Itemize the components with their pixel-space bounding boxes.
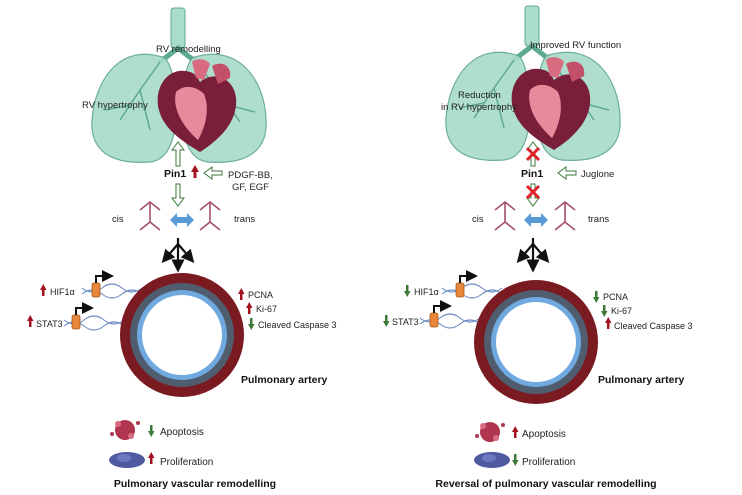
stat3-label: STAT3: [392, 317, 419, 327]
stat3-down-arrow: [383, 315, 390, 327]
proliferation-label: Proliferation: [160, 457, 213, 468]
stimulus-line-1: PDGF-BB,: [228, 170, 273, 181]
proliferation-down-arrow: [512, 454, 519, 466]
hif1a-up-arrow: [40, 284, 47, 296]
artery-label: Pulmonary artery: [241, 374, 328, 386]
proliferation-cell-icon: [109, 452, 145, 468]
caspase3-up-arrow: [605, 317, 612, 329]
pin1-label: Pin1: [164, 168, 186, 180]
left-footer-title: Pulmonary vascular remodelling: [114, 478, 276, 490]
pulmonary-artery-illustration: [120, 273, 244, 397]
apoptosis-cell-icon: [475, 422, 505, 442]
stat3-gene: STAT3: [27, 302, 125, 331]
pin1-to-isomer-arrow: [526, 183, 540, 207]
caspase3-label: Cleaved Caspase 3: [614, 321, 693, 331]
artery-label: Pulmonary artery: [598, 374, 685, 386]
trans-label: trans: [588, 214, 609, 225]
pulmonary-artery-illustration: [474, 280, 598, 404]
apoptosis-label: Apoptosis: [160, 427, 204, 438]
marker-caspase3: Cleaved Caspase 3: [248, 318, 337, 330]
pcna-down-arrow: [593, 291, 600, 303]
marker-pcna: PCNA: [238, 288, 273, 300]
downstream-arrow: [516, 238, 550, 273]
marker-pcna: PCNA: [593, 291, 628, 303]
stat3-gene: STAT3: [383, 300, 481, 329]
stat3-up-arrow: [27, 315, 34, 327]
trans-molecule: [554, 200, 576, 231]
hif1a-gene: HIF1α: [40, 270, 143, 299]
pcna-label: PCNA: [248, 290, 273, 300]
inhibitor-arrow: [557, 166, 577, 180]
proliferation-label: Proliferation: [522, 457, 575, 468]
rv-remodelling-label: RV remodelling: [156, 44, 221, 55]
hif1a-label: HIF1α: [414, 287, 439, 297]
caspase3-label: Cleaved Caspase 3: [258, 320, 337, 330]
left-panel: RV remodelling RV hypertrophy Pin1 PDGF-…: [27, 7, 337, 490]
reduction-label-line2: in RV hypertrophy: [441, 102, 517, 113]
hif1a-down-arrow: [404, 285, 411, 297]
ki67-down-arrow: [601, 305, 608, 317]
pcna-label: PCNA: [603, 292, 628, 302]
apoptosis-down-arrow: [148, 425, 155, 437]
heart-illustration: [157, 59, 237, 152]
ki67-label: Ki-67: [611, 306, 632, 316]
apoptosis-label: Apoptosis: [522, 429, 566, 440]
trans-molecule: [199, 200, 221, 231]
inhibition-x-icon: [525, 184, 541, 200]
rv-hypertrophy-label: RV hypertrophy: [82, 100, 148, 111]
stat3-label: STAT3: [36, 319, 63, 329]
pin1-label: Pin1: [521, 168, 543, 180]
trans-label: trans: [234, 214, 255, 225]
right-footer-title: Reversal of pulmonary vascular remodelli…: [435, 478, 656, 490]
apoptosis-cell-icon: [110, 420, 140, 440]
apoptosis-up-arrow: [512, 426, 519, 438]
pin1-to-heart-arrow: [171, 141, 185, 167]
ki67-up-arrow: [246, 302, 253, 314]
downstream-arrow: [161, 238, 195, 273]
pin1-up-arrow: [191, 165, 199, 178]
cis-label: cis: [472, 214, 484, 225]
isomerization-arrow: [524, 213, 548, 227]
cis-molecule: [494, 200, 516, 231]
inhibitor-label: Juglone: [581, 169, 614, 180]
hif1a-label: HIF1α: [50, 287, 75, 297]
heart-illustration: [511, 57, 591, 150]
reduction-label-line1: Reduction: [458, 90, 501, 101]
inhibition-x-icon: [525, 146, 541, 162]
marker-caspase3: Cleaved Caspase 3: [605, 317, 693, 331]
cis-label: cis: [112, 214, 124, 225]
cis-molecule: [139, 200, 161, 231]
improved-rv-label: Improved RV function: [530, 40, 621, 51]
ki67-label: Ki-67: [256, 304, 277, 314]
right-panel: Improved RV function Reduction in RV hyp…: [383, 5, 693, 490]
caspase3-down-arrow: [248, 318, 255, 330]
pcna-up-arrow: [238, 288, 245, 300]
proliferation-cell-icon: [474, 452, 510, 468]
marker-ki67: Ki-67: [246, 302, 277, 314]
pin1-to-isomer-arrow: [171, 183, 185, 207]
marker-ki67: Ki-67: [601, 305, 632, 317]
proliferation-up-arrow: [148, 452, 155, 464]
stimulus-arrow: [203, 166, 223, 180]
isomerization-arrow: [170, 213, 194, 227]
stimulus-line-2: GF, EGF: [232, 182, 269, 193]
hif1a-gene: HIF1α: [404, 270, 503, 299]
